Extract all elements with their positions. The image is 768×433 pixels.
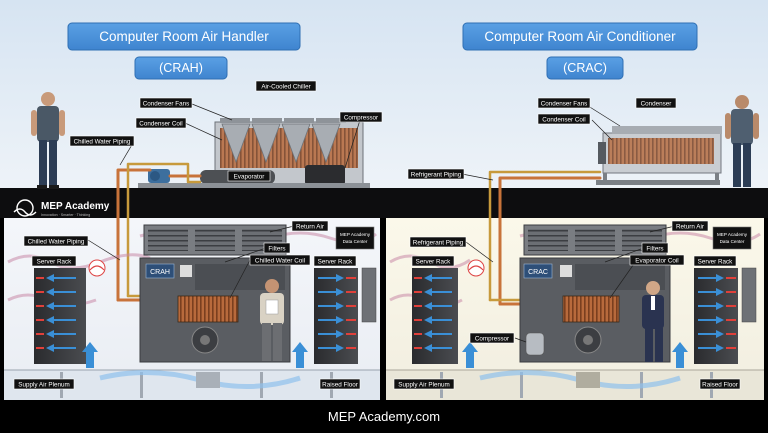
- crah-unit-tag: CRAH: [150, 269, 170, 276]
- crah-abbr: (CRAH): [159, 61, 203, 75]
- svg-text:Condenser Coil: Condenser Coil: [139, 120, 182, 127]
- crac-title: Computer Room Air Conditioner: [484, 29, 676, 44]
- svg-text:Chilled Water Piping: Chilled Water Piping: [74, 138, 131, 145]
- svg-text:Compressor: Compressor: [344, 114, 378, 121]
- label-server-rack-right-2: Server Rack: [693, 255, 737, 267]
- brand-logo: MEP Academy Innovation · Smarter · Think…: [13, 199, 110, 217]
- svg-text:Server Rack: Server Rack: [318, 258, 353, 265]
- roof-slab: [0, 188, 768, 218]
- label-raised-floor-left: Raised Floor: [319, 378, 361, 390]
- crac-unit-tag: CRAC: [528, 269, 548, 276]
- svg-text:Innovation · Smarter · Thinkin: Innovation · Smarter · Thinking: [41, 213, 90, 217]
- label-server-rack-left-2: Server Rack: [313, 255, 357, 267]
- svg-text:Condenser Coil: Condenser Coil: [542, 116, 585, 123]
- svg-text:Data Center: Data Center: [720, 239, 745, 244]
- svg-text:Filters: Filters: [268, 245, 285, 252]
- cold-air-arrows-left: [82, 342, 308, 368]
- label-return-air-right: Return Air: [671, 220, 709, 232]
- label-condenser-coil-right: Condenser Coil: [537, 113, 591, 125]
- server-rack-right-r: [694, 268, 738, 364]
- data-center-sign-right: MEP Academy Data Center: [712, 226, 752, 250]
- svg-text:Raised Floor: Raised Floor: [702, 381, 738, 388]
- label-condenser-fans-left: Condenser Fans: [139, 97, 193, 109]
- label-condenser-fans-right: Condenser Fans: [537, 97, 591, 109]
- label-condenser-coil-left: Condenser Coil: [135, 117, 187, 129]
- label-condenser: Condenser: [635, 97, 677, 109]
- label-evaporator: Evaporator: [227, 170, 271, 182]
- label-supply-air-plenum-right: Supply Air Plenum: [393, 378, 455, 390]
- svg-text:Refrigerant Piping: Refrigerant Piping: [413, 239, 464, 246]
- data-center-sign-left: MEP Academy Data Center: [335, 226, 375, 250]
- label-refrigerant-piping: Refrigerant Piping: [409, 236, 467, 248]
- label-server-rack-right-1: Server Rack: [411, 255, 455, 267]
- label-chilled-water-coil: Chilled Water Coil: [249, 254, 311, 266]
- label-raised-floor-right: Raised Floor: [699, 378, 741, 390]
- technician-in-room: [260, 279, 284, 361]
- cold-air-arrows-right: [462, 342, 688, 368]
- label-chilled-water-piping-top: Chilled Water Piping: [69, 135, 135, 147]
- svg-text:Condenser: Condenser: [641, 100, 672, 107]
- technician-right: [725, 95, 759, 187]
- label-filters-left: Filters: [263, 242, 291, 254]
- svg-text:Data Center: Data Center: [343, 239, 368, 244]
- mep-badge-right: [467, 259, 485, 277]
- svg-text:Filters: Filters: [646, 245, 663, 252]
- mep-badge-left: [88, 259, 106, 277]
- water-pump: [148, 169, 170, 183]
- svg-text:Compressor: Compressor: [475, 335, 509, 342]
- footer-bar: [0, 400, 768, 433]
- crac-abbr: (CRAC): [563, 61, 607, 75]
- svg-text:MEP Academy: MEP Academy: [717, 232, 748, 237]
- crah-title: Computer Room Air Handler: [99, 29, 269, 44]
- chilled-water-return-pipe: [126, 162, 202, 298]
- outdoor-condenser: [596, 126, 722, 185]
- svg-text:Supply Air Plenum: Supply Air Plenum: [18, 381, 69, 388]
- svg-text:MEP Academy: MEP Academy: [340, 232, 371, 237]
- svg-text:Chilled Water Piping: Chilled Water Piping: [28, 238, 85, 245]
- label-refrigerant-piping-top: Refrigerant Piping: [407, 168, 465, 180]
- svg-text:Server Rack: Server Rack: [37, 258, 72, 265]
- footer-text: MEP Academy.com: [328, 409, 440, 424]
- sun-wave-icon: [16, 199, 34, 217]
- svg-text:Server Rack: Server Rack: [698, 258, 733, 265]
- server-rack-right-l: [412, 268, 458, 364]
- svg-text:Raised Floor: Raised Floor: [322, 381, 358, 388]
- svg-text:Condenser Fans: Condenser Fans: [541, 100, 588, 107]
- label-return-air-left: Return Air: [291, 220, 329, 232]
- svg-text:Evaporator Coil: Evaporator Coil: [635, 257, 678, 264]
- technician-left: [31, 92, 65, 189]
- refrigerant-liquid-pipe: [488, 170, 602, 302]
- svg-text:Evaporator: Evaporator: [234, 173, 265, 180]
- svg-text:Supply Air Plenum: Supply Air Plenum: [398, 381, 449, 388]
- label-server-rack-left-1: Server Rack: [31, 255, 77, 267]
- svg-text:Chilled Water Coil: Chilled Water Coil: [255, 257, 305, 264]
- svg-text:MEP Academy: MEP Academy: [41, 201, 110, 212]
- label-chilled-water-piping: Chilled Water Piping: [23, 235, 89, 247]
- label-supply-air-plenum-left: Supply Air Plenum: [13, 378, 75, 390]
- label-compressor-room: Compressor: [469, 332, 515, 344]
- server-rack-left-r: [314, 268, 358, 364]
- svg-text:Refrigerant Piping: Refrigerant Piping: [411, 171, 462, 178]
- label-compressor-top: Compressor: [339, 111, 383, 123]
- refrigerant-suction-pipe: [498, 176, 602, 306]
- label-filters-right: Filters: [641, 242, 669, 254]
- label-air-cooled-chiller: Air-Cooled Chiller: [255, 80, 317, 92]
- server-rack-left-l: [34, 268, 86, 364]
- svg-text:Server Rack: Server Rack: [416, 258, 451, 265]
- businessman: [642, 281, 664, 362]
- svg-text:Return Air: Return Air: [296, 223, 324, 230]
- svg-text:Condenser Fans: Condenser Fans: [143, 100, 190, 107]
- label-evaporator-coil: Evaporator Coil: [629, 254, 685, 266]
- svg-text:Return Air: Return Air: [676, 223, 704, 230]
- svg-text:Air-Cooled Chiller: Air-Cooled Chiller: [261, 83, 310, 90]
